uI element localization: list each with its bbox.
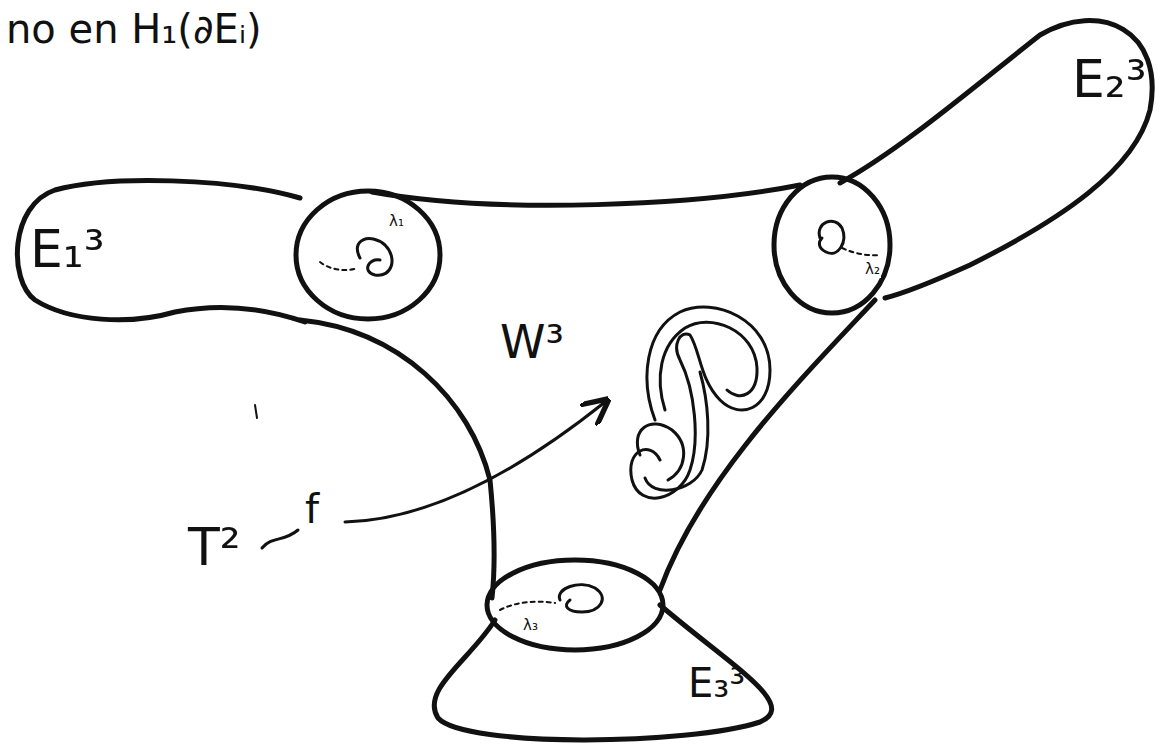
- manifold-name: E₃³: [688, 662, 745, 704]
- math-label: f: [305, 488, 319, 530]
- knotted-torus: [637, 424, 683, 480]
- region-outline: [300, 185, 890, 610]
- region-boundary: [840, 21, 1152, 298]
- manifold-region: W³: [300, 185, 890, 610]
- manifold-region: E₃³: [420, 590, 805, 750]
- boundary-torus: [774, 177, 890, 313]
- boundary-torus: [487, 560, 663, 650]
- region-boundary: [300, 185, 875, 598]
- torus-hole: [357, 239, 392, 276]
- knotted-torus: [631, 307, 770, 498]
- map-tilde: [262, 530, 298, 548]
- region-boundary: [434, 605, 772, 740]
- region-outline: [420, 590, 805, 750]
- knotted-torus: [645, 322, 757, 490]
- manifold-name: E₂³: [1072, 52, 1147, 107]
- manifold-name: W³: [500, 318, 564, 366]
- boundary-torus: [296, 191, 440, 319]
- math-label: no en H₁(∂Eᵢ): [6, 8, 262, 50]
- math-label: λ₃: [522, 618, 539, 634]
- stray-mark: [255, 405, 257, 418]
- lambda-curve: [320, 262, 358, 270]
- map-arrow: [345, 402, 605, 522]
- math-label: λ₂: [864, 262, 881, 278]
- math-label: T²: [188, 520, 241, 575]
- lambda-curve: [842, 248, 880, 255]
- manifold-region: E₁³: [10, 175, 310, 335]
- torus-hole: [819, 221, 844, 253]
- lambda-curve: [500, 602, 555, 610]
- math-label: λ₁: [388, 214, 405, 230]
- region-boundary: [17, 181, 305, 322]
- manifold-name: E₁³: [30, 222, 105, 277]
- torus-hole: [559, 585, 602, 612]
